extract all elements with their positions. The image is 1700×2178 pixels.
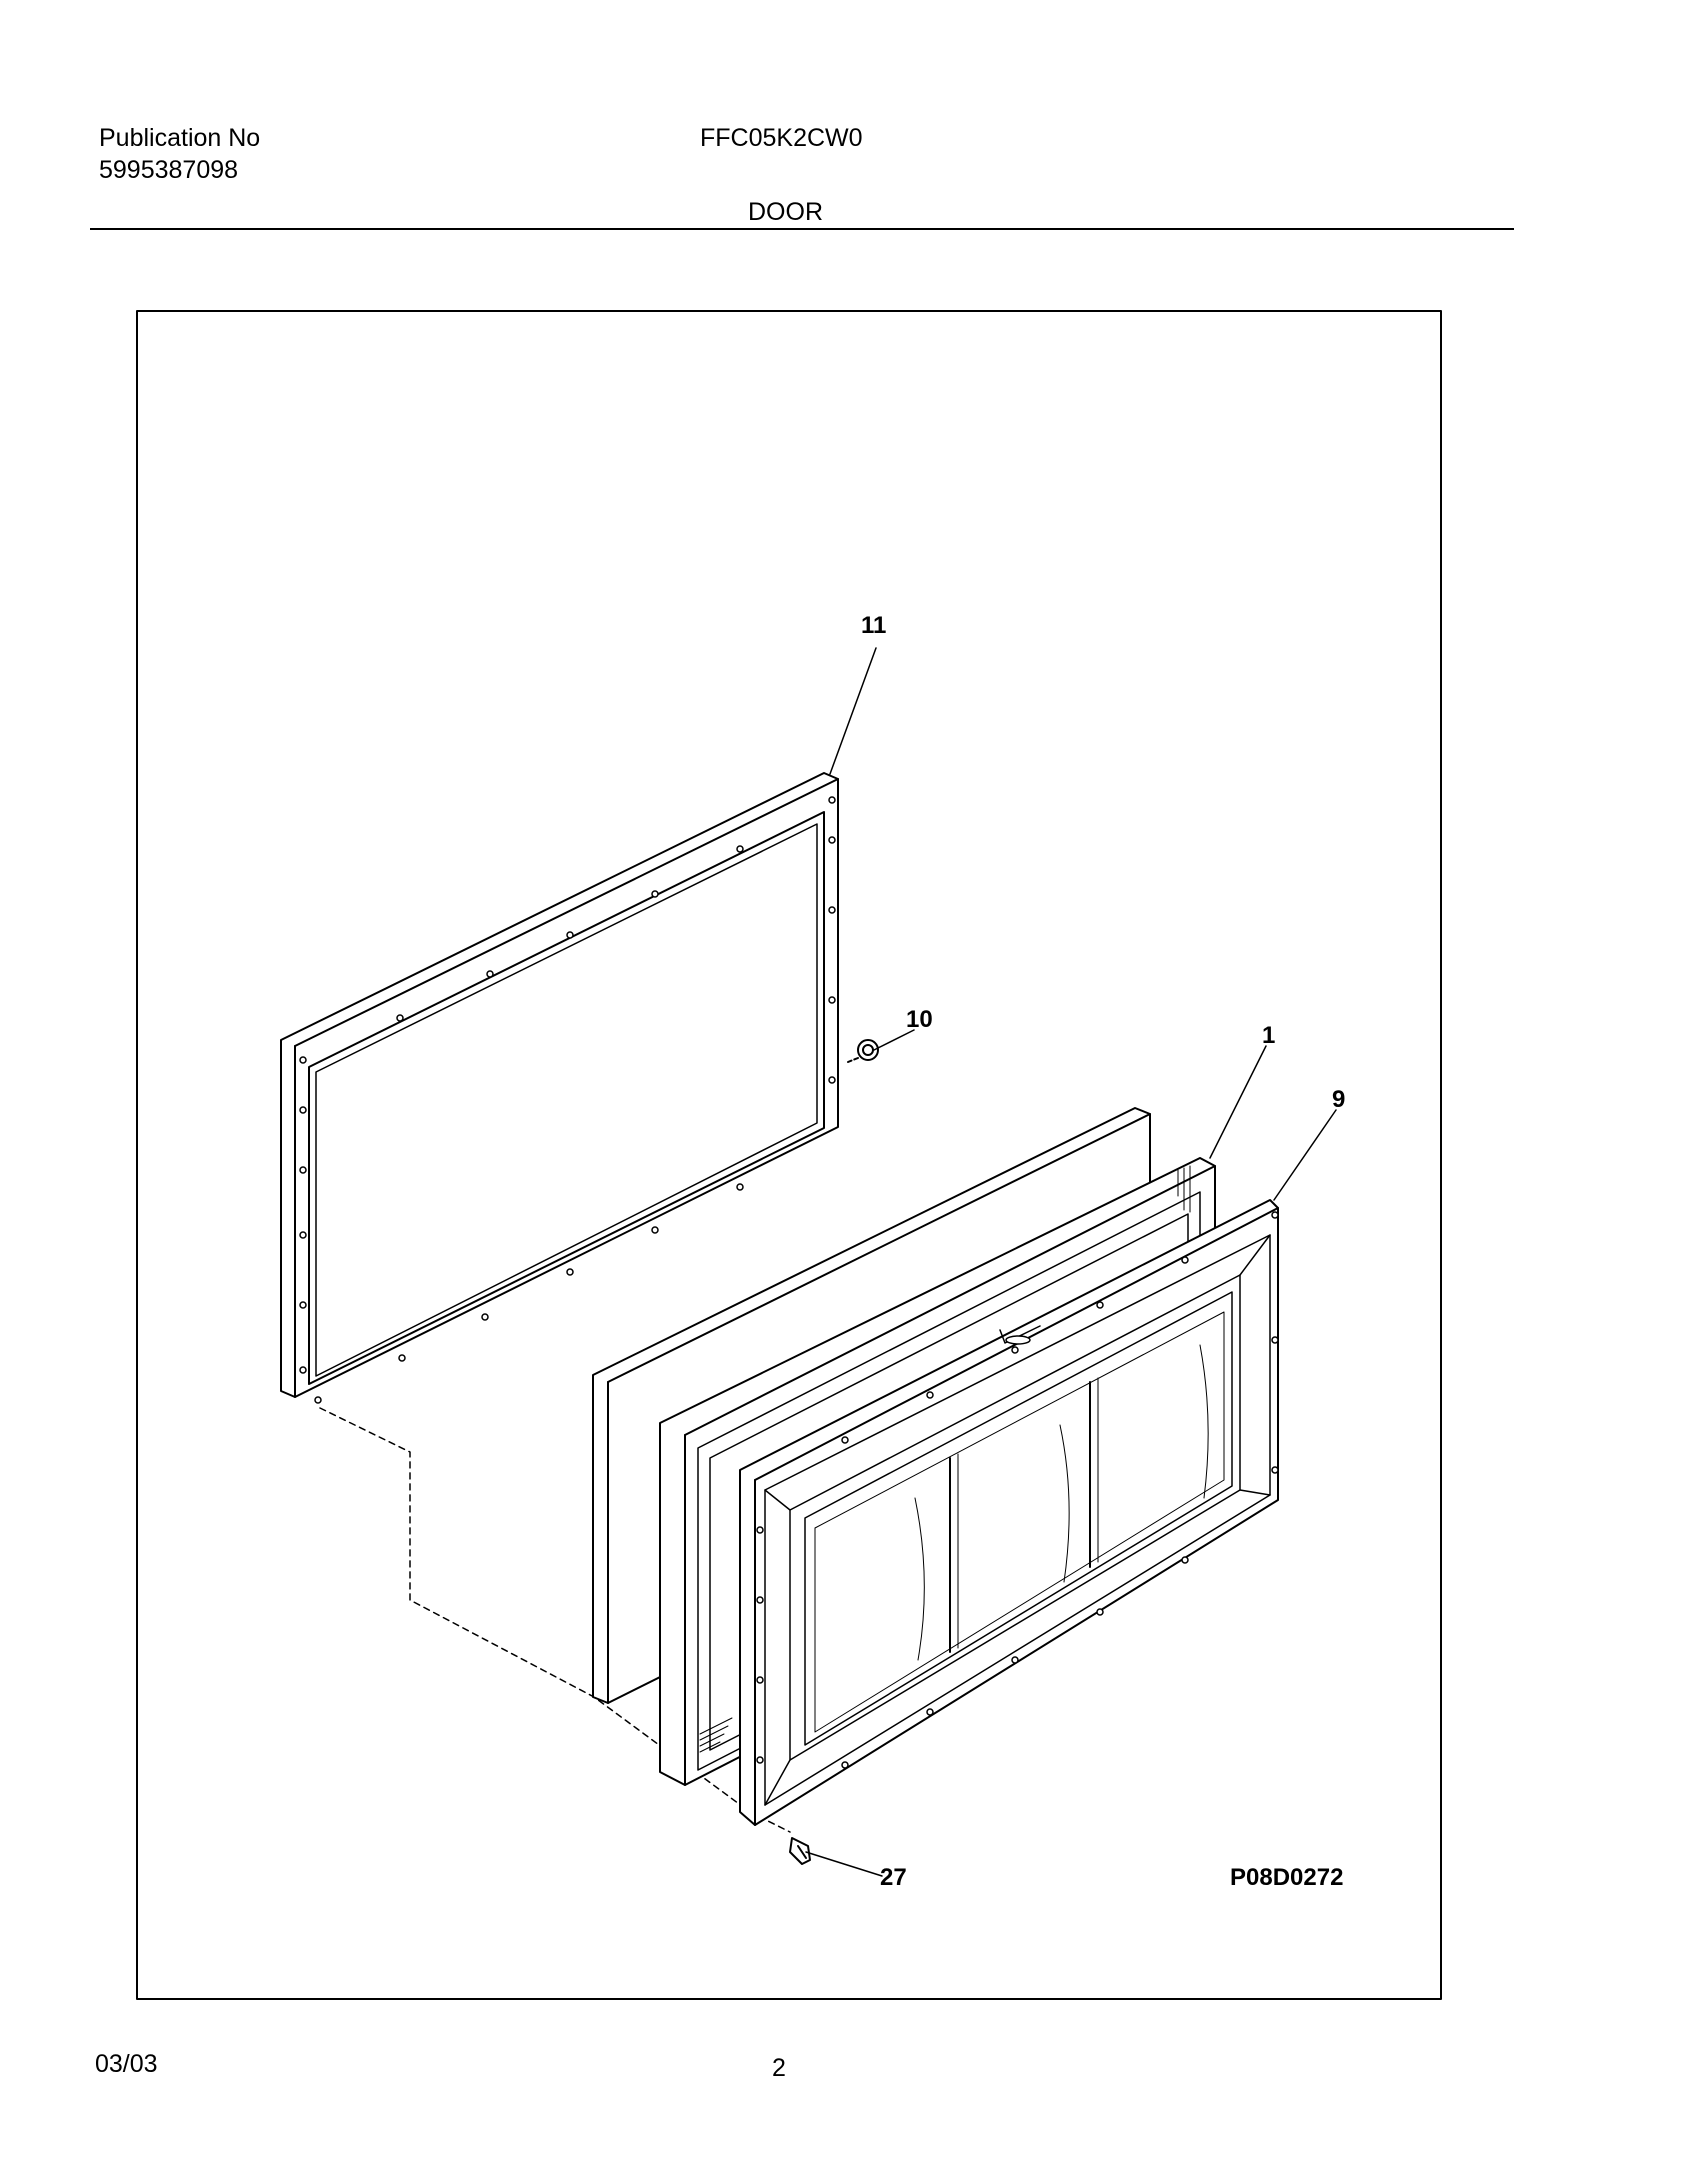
drawing-code: P08D0272 <box>1230 1864 1343 1891</box>
leader-lines <box>805 647 1337 1877</box>
footer-date: 03/03 <box>95 2050 158 2078</box>
diagram-frame <box>136 310 1442 2000</box>
page-number: 2 <box>772 2054 786 2082</box>
publication-number: 5995387098 <box>99 156 239 184</box>
part-11-gasket <box>280 772 839 1404</box>
model-number: FFC05K2CW0 <box>700 124 863 152</box>
alignment-line <box>319 1407 791 1833</box>
part-10-screw <box>847 1039 879 1063</box>
callout-27: 27 <box>880 1864 907 1891</box>
header-rule <box>90 228 1514 230</box>
section-title: DOOR <box>748 198 823 226</box>
callout-11: 11 <box>861 612 886 639</box>
callout-1: 1 <box>1262 1022 1275 1049</box>
callout-10: 10 <box>906 1006 933 1033</box>
callout-9: 9 <box>1332 1086 1345 1113</box>
publication-label: Publication No <box>99 124 261 152</box>
part-27-screw <box>789 1837 811 1865</box>
part-9-door-panel <box>739 1199 1279 1826</box>
